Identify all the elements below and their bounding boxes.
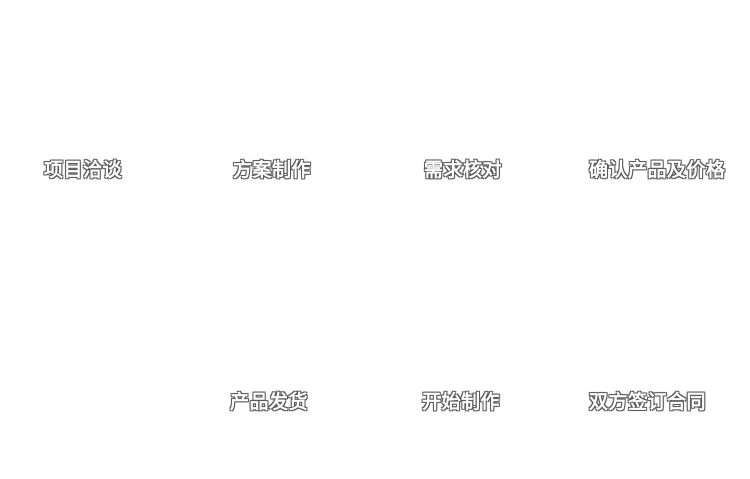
flow-step-requirement-check: 需求核对 [424,159,503,181]
flow-step-confirm-product-price: 确认产品及价格 [589,159,726,181]
flow-step-sign-contract: 双方签订合同 [589,391,707,413]
flow-step-start-production: 开始制作 [422,391,501,413]
flow-step-product-shipment: 产品发货 [230,391,309,413]
flow-step-plan-creation: 方案制作 [233,159,312,181]
flow-step-project-negotiation: 项目洽谈 [44,159,123,181]
